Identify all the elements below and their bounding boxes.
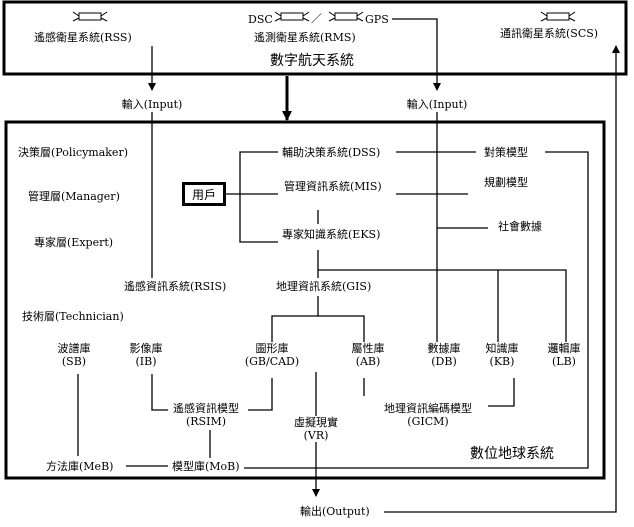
output-label: 輸出(Output): [300, 505, 370, 518]
gis-lb-link: [318, 269, 567, 342]
mis-label: 管理資訊系統(MIS): [284, 180, 382, 193]
policy-model-label: 對策模型: [484, 146, 528, 159]
ab-label: 屬性庫(AB): [351, 342, 385, 368]
user-box: 用戶: [182, 182, 226, 206]
mob-label: 模型庫(MoB): [172, 460, 240, 473]
ib-label: 影像庫(IB): [129, 342, 163, 368]
digital-earth-title: 數位地球系統: [470, 446, 554, 462]
ib-rsim-link: [151, 374, 168, 411]
layer-manager: 管理層(Manager): [28, 190, 120, 203]
eks-label: 專家知識系統(EKS): [282, 228, 381, 241]
rms-label: 遙測衛星系統(RMS): [254, 31, 356, 44]
rss-label: 遙感衛星系統(RSS): [34, 31, 132, 44]
digital-earth-frame: [4, 120, 606, 480]
kb-gicm-link: [488, 378, 515, 407]
rsis-label: 遙感資訊系統(RSIS): [124, 280, 227, 293]
vr-label: 虛擬現實(VR): [294, 416, 338, 442]
rsim-label: 遙感資訊模型(RSIM): [173, 402, 239, 428]
gb-rsim-link: [248, 378, 273, 411]
policy-model-trunk: [244, 151, 589, 469]
plan-model-label: 規劃模型: [484, 176, 528, 189]
gps-input-line: [392, 18, 441, 91]
gis-label: 地理資訊系統(GIS): [276, 280, 372, 293]
layer-expert: 專家層(Expert): [34, 236, 114, 249]
sb-label: 波譜庫(SB): [57, 342, 91, 368]
meb-label: 方法庫(MeB): [46, 460, 114, 473]
input-right-label: 輸入(Input): [404, 98, 470, 111]
satellite-icon: [72, 11, 108, 22]
digital-aerospace-title: 數字航天系統: [270, 53, 354, 69]
db-label: 數據庫(DB): [427, 342, 461, 368]
satellite-icon: [328, 11, 364, 22]
social-data-label: 社會數據: [498, 220, 542, 233]
layer-policymaker: 決策層(Policymaker): [18, 146, 128, 159]
slash-label: ／: [311, 12, 322, 25]
dss-label: 輔助決策系統(DSS): [282, 146, 381, 159]
scs-label: 通訊衛星系統(SCS): [500, 27, 599, 40]
gicm-label: 地理資訊編碼模型(GICM): [384, 402, 472, 428]
kb-label: 知識庫(KB): [485, 342, 519, 368]
gb-label: 圖形庫(GB/CAD): [244, 342, 300, 368]
digital-aerospace-frame: [2, 0, 628, 76]
satellite-icon: [540, 11, 576, 22]
output-feedback-line: [384, 45, 620, 513]
lb-label: 邏輯庫(LB): [547, 342, 581, 368]
satellite-icon: [274, 11, 310, 22]
gis-gb-link: [271, 296, 319, 342]
gps-label: GPS: [365, 13, 389, 26]
input-left-label: 輸入(Input): [119, 98, 185, 111]
user-bracket: [239, 151, 278, 243]
gis-ab-link: [318, 315, 365, 342]
dsc-label: DSC: [248, 13, 273, 26]
layer-technician: 技術層(Technician): [22, 310, 124, 323]
